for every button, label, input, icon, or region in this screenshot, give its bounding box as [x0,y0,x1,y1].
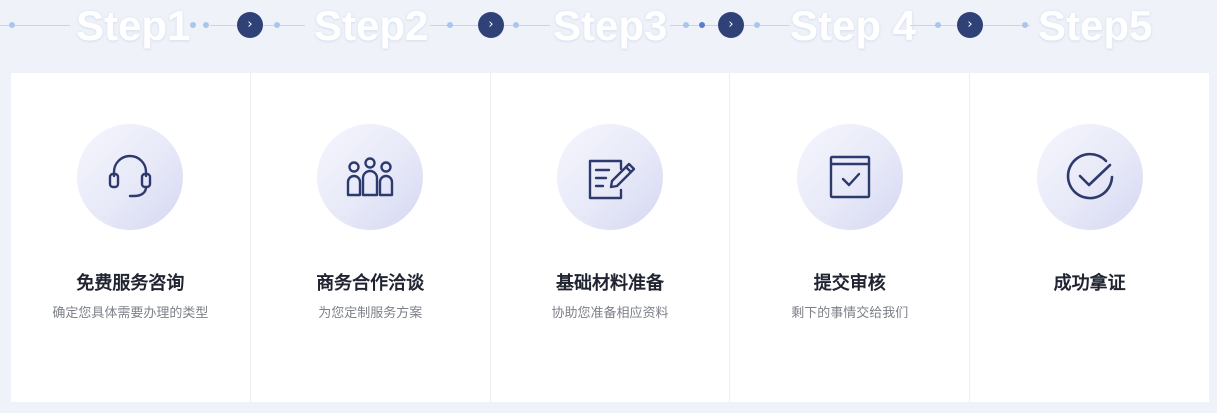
next-step-arrow-button[interactable]: › [957,12,983,38]
step-card-consultation: 免费服务咨询 确定您具体需要办理的类型 [11,73,251,402]
progress-dot [203,22,209,28]
card-description: 为您定制服务方案 [318,306,423,321]
step-label-3: Step3 [553,2,668,49]
step-label-2: Step2 [314,2,429,49]
step-label-1: Step1 [76,2,191,49]
progress-dot [274,22,280,28]
progress-dot [1022,22,1028,28]
progress-dot [935,22,941,28]
icon-badge [1036,124,1143,230]
icon-badge [556,124,663,230]
icon-badge [77,124,184,230]
progress-dot [190,22,196,28]
progress-dot-active [699,22,705,28]
progress-dot [447,22,453,28]
card-title: 免费服务咨询 [76,273,185,294]
progress-dot [683,22,689,28]
next-step-arrow-button[interactable]: › [478,12,504,38]
headset-icon [109,154,152,198]
progress-dot [513,22,519,28]
step-card-submit: 提交审核 剩下的事情交给我们 [730,73,971,402]
step-card-success: 成功拿证 [970,73,1209,402]
document-edit-icon [588,159,636,200]
card-description: 剩下的事情交给我们 [791,306,909,321]
card-title: 提交审核 [813,273,886,294]
card-description: 协助您准备相应资料 [551,306,669,321]
check-circle-icon [1066,152,1113,200]
step-card-materials: 基础材料准备 协助您准备相应资料 [491,73,731,402]
step-label-5: Step5 [1038,2,1153,49]
card-title: 基础材料准备 [555,273,664,294]
card-title: 商务合作洽谈 [316,273,425,294]
card-title: 成功拿证 [1053,273,1126,294]
service-steps-panel: 免费服务咨询 确定您具体需要办理的类型 商务合作洽谈 为您定制服务方案 [11,73,1209,402]
progress-dot [9,22,15,28]
progress-line [0,25,70,26]
progress-dot [754,22,760,28]
next-step-arrow-button[interactable]: › [237,12,263,38]
step-card-negotiation: 商务合作洽谈 为您定制服务方案 [251,73,491,402]
step-progress-bar: Step1 › Step2 › Step3 › Step 4 › Step5 [0,0,1217,52]
card-description: 确定您具体需要办理的类型 [52,306,209,321]
step-label-4: Step 4 [790,2,917,49]
checked-box-icon [829,155,870,199]
icon-badge [796,124,903,230]
next-step-arrow-button[interactable]: › [718,12,744,38]
icon-badge [317,124,424,230]
team-icon [346,157,394,197]
